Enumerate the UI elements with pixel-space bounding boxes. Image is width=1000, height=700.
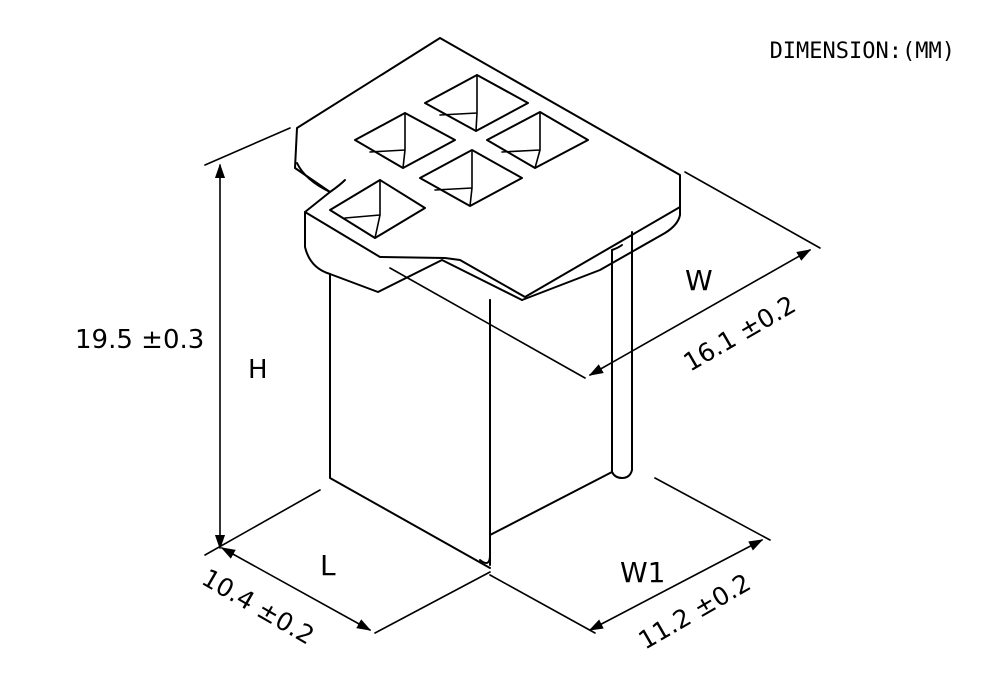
cavity-5 <box>486 111 589 169</box>
cavity-3 <box>419 149 523 207</box>
body-left-face <box>329 273 491 569</box>
dimension-w: W 16.1 ±0.2 <box>389 171 821 379</box>
w-symbol: W <box>685 264 713 297</box>
l-value: 10.4 ±0.2 <box>197 563 319 650</box>
cavity-grid <box>329 74 589 239</box>
flange-right-edge <box>521 206 681 301</box>
w-extension-bottom <box>389 267 586 379</box>
l-extension-right <box>374 571 491 634</box>
connector-housing <box>294 37 681 569</box>
dimension-height: 19.5 ±0.3 H <box>75 127 321 556</box>
dimension-w1: W1 11.2 ±0.2 <box>489 477 771 655</box>
l-dimension-line <box>220 547 372 631</box>
w-value: 16.1 ±0.2 <box>679 290 801 377</box>
cavity-4 <box>424 74 529 132</box>
units-label: DIMENSION:(MM) <box>770 39 955 64</box>
flange-bottom-edge <box>296 162 331 193</box>
body-right-rib <box>611 231 633 479</box>
w-extension-top <box>684 171 821 249</box>
cavity-1 <box>329 179 426 239</box>
w1-symbol: W1 <box>620 556 666 589</box>
height-extension-bottom <box>204 489 321 556</box>
flange-cut-edge <box>329 179 346 193</box>
l-symbol: L <box>320 549 336 582</box>
body-front-corner <box>479 299 491 565</box>
height-value: 19.5 ±0.3 <box>75 325 204 355</box>
height-extension-top <box>204 127 291 166</box>
flange-front-edge <box>304 211 523 301</box>
w1-dimension-line <box>588 539 764 631</box>
cavity-2 <box>354 112 456 169</box>
body-right-face <box>489 471 613 536</box>
dimension-l: L 10.4 ±0.2 <box>197 547 491 650</box>
w1-extension-left <box>489 574 596 634</box>
height-symbol: H <box>248 355 268 385</box>
w1-extension-right <box>654 477 771 541</box>
w-dimension-line <box>588 249 812 376</box>
